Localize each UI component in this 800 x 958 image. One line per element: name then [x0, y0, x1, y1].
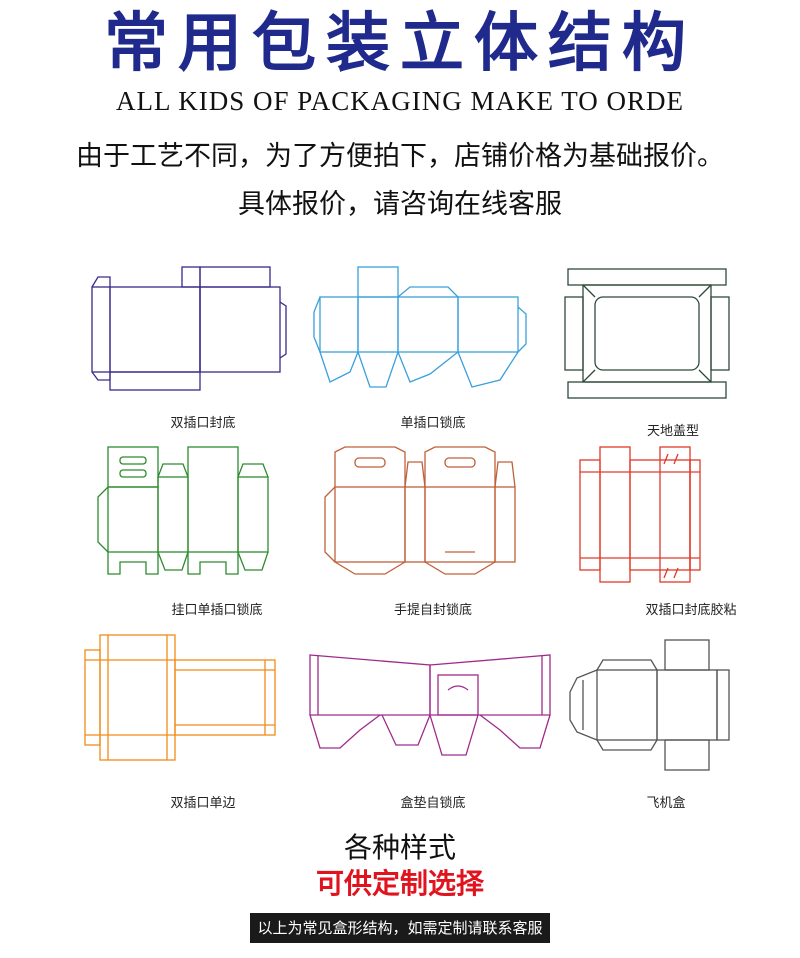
- structure-label: 手提自封锁底: [393, 603, 472, 618]
- box-dieline-diagram: [84, 634, 276, 761]
- structure-lid-and-base: 天地盖型: [540, 262, 800, 440]
- structure-label: 盒垫自锁底: [400, 796, 466, 811]
- custom-callout: 可供定制选择: [315, 867, 484, 900]
- price-note-line1: 由于工艺不同，为了方便拍下，店铺价格为基础报价。: [76, 141, 724, 172]
- structure-label: 双插口单边: [170, 796, 236, 811]
- price-note-line2: 具体报价，请咨询在线客服: [238, 189, 562, 220]
- box-dieline-diagram: [313, 266, 527, 388]
- structure-mailer-box: 飞机盒: [555, 630, 800, 811]
- structure-label: 单插口锁底: [400, 416, 466, 431]
- box-dieline-diagram: [564, 268, 730, 399]
- structure-double-tuck-single-side: 双插口单边: [75, 630, 341, 811]
- styles-heading: 各种样式: [343, 831, 456, 864]
- structure-double-tuck-end: 双插口封底: [70, 262, 336, 432]
- box-dieline-diagram: [97, 446, 269, 575]
- box-dieline-diagram: [569, 639, 730, 771]
- structure-label: 双插口封底: [170, 416, 236, 431]
- box-dieline-diagram: [324, 446, 516, 575]
- structure-single-tuck-lock-bottom: 单插口锁底: [300, 262, 566, 432]
- structure-label: 天地盖型: [646, 424, 699, 439]
- structure-tray-auto-lock-bottom: 盒垫自锁底: [300, 630, 566, 811]
- structure-double-tuck-glued: 双插口封底胶粘: [560, 442, 800, 618]
- page-title: 常用包装立体结构: [104, 6, 696, 81]
- box-dieline-diagram: [309, 654, 551, 756]
- structure-label: 飞机盒: [646, 796, 686, 811]
- structure-handle-auto-lock-bottom: 手提自封锁底: [310, 442, 576, 618]
- structure-label: 挂口单插口锁底: [171, 603, 263, 618]
- contact-banner: 以上为常见盒形结构，如需定制请联系客服: [250, 913, 550, 943]
- box-dieline-diagram: [91, 266, 287, 391]
- structure-label: 双插口封底胶粘: [645, 603, 737, 618]
- structure-hanging-single-tuck-lock-bottom: 挂口单插口锁底: [90, 442, 356, 618]
- page-subtitle: ALL KIDS OF PACKAGING MAKE TO ORDE: [115, 86, 685, 116]
- box-dieline-diagram: [579, 446, 701, 583]
